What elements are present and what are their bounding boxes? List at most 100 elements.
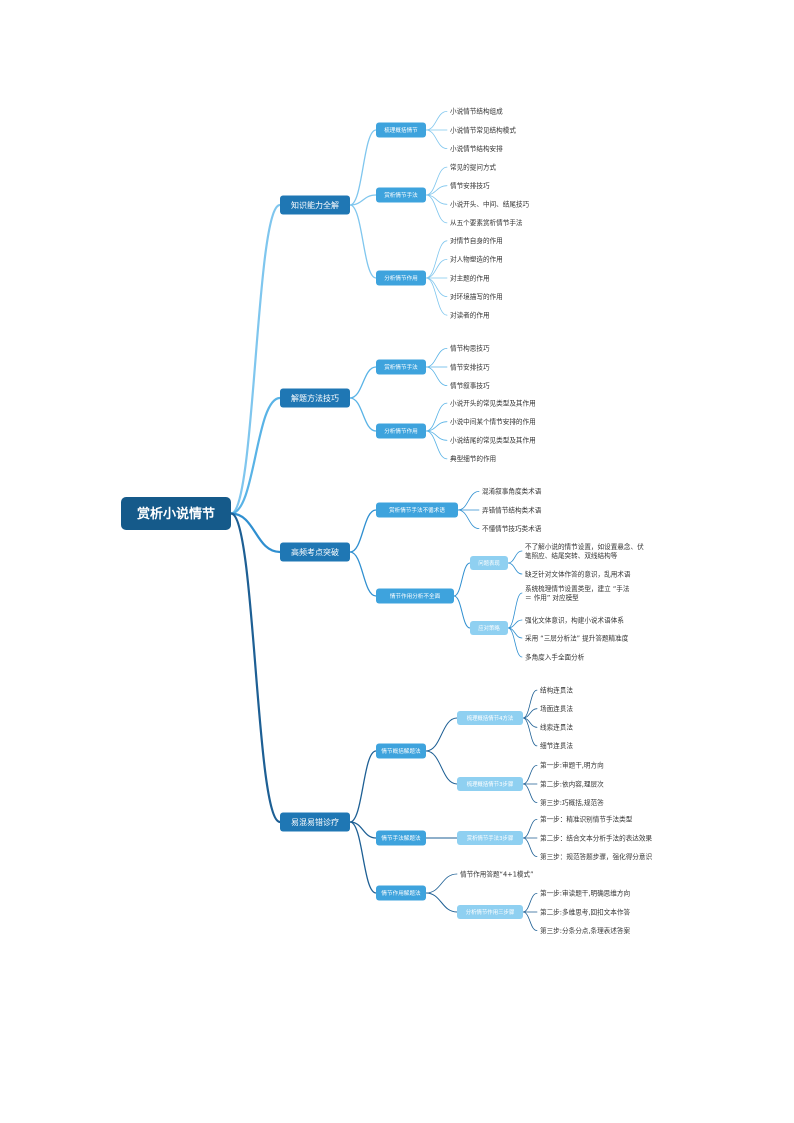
detail-node-box xyxy=(457,777,523,791)
subbranch[interactable]: 分析情节作用 xyxy=(376,270,426,286)
connector-lines xyxy=(229,111,538,931)
connector-line xyxy=(522,783,538,803)
leaf-text: 混淆叙事角度类术语 xyxy=(482,487,542,496)
leaf-text: 强化文体意识，构建小说术语体系 xyxy=(525,615,624,624)
detail-node-label: 梳理概括情节3步骤 xyxy=(467,780,514,788)
subbranch[interactable]: 情节作用解题法 xyxy=(376,885,426,901)
connector-line xyxy=(425,750,458,785)
connector-line xyxy=(425,402,448,432)
subbranch[interactable]: 分析情节作用 xyxy=(376,423,426,439)
leaf-text: 典型细节的作用 xyxy=(450,454,496,463)
connector-line xyxy=(425,873,458,894)
subbranch[interactable]: 情节作用分析不全面 xyxy=(376,588,454,604)
subbranch[interactable]: 赏析情节手法 xyxy=(376,187,426,203)
connector-line xyxy=(507,619,523,629)
subbranch[interactable]: 赏析情节手法不循术语 xyxy=(376,502,458,518)
subbranch-label: 赏析情节手法 xyxy=(384,363,418,371)
branch-3-label: 高频考点突破 xyxy=(291,547,339,557)
mindmap-nodes: 赏析小说情节知识能力全解梳理概括情节小说情节结构组成小说情节常见结构模式小说情节… xyxy=(121,107,652,935)
detail-node[interactable]: 赏析情节手法3步骤 xyxy=(457,831,523,845)
detail-node-label: 应对策略 xyxy=(478,624,500,632)
leaf-text: 不懂情节技巧类术语 xyxy=(482,524,542,533)
subbranch[interactable]: 情节概括解题法 xyxy=(376,743,426,759)
detail-node-box xyxy=(470,621,508,635)
leaf-text: 第三步:分条分点,条理表述答案 xyxy=(540,926,630,935)
leaf-text: 对人物塑造的作用 xyxy=(450,255,503,264)
subbranch-label: 情节作用分析不全面 xyxy=(390,592,441,600)
leaf-text: 采用 “三层分析法” 提升答题精准度 xyxy=(525,633,629,642)
connector-line xyxy=(349,750,377,823)
branch-4-box xyxy=(280,812,350,832)
connector-line xyxy=(507,562,523,575)
leaf-text: 小说结尾的常见类型及其作用 xyxy=(450,436,536,445)
branch-2[interactable]: 解题方法技巧 xyxy=(280,388,350,408)
leaf-text: 情节叙事技巧 xyxy=(450,381,490,390)
leaf-text: 小说中间某个情节安排的作用 xyxy=(450,417,536,426)
connector-line xyxy=(349,366,377,399)
connector-line xyxy=(425,348,448,368)
subbranch-label: 赏析情节手法 xyxy=(384,191,418,199)
connector-line xyxy=(425,421,448,432)
connector-line xyxy=(522,837,538,857)
connector-line xyxy=(522,819,538,839)
detail-node-box xyxy=(470,556,508,570)
leaf-text: 常见的提问方式 xyxy=(450,162,497,171)
subbranch[interactable]: 梳理概括情节 xyxy=(376,122,426,138)
branch-1-label: 知识能力全解 xyxy=(291,200,339,210)
leaf-text: 小说情节结构组成 xyxy=(450,107,503,116)
branch-3-box xyxy=(280,542,350,562)
branch-2-box xyxy=(280,388,350,408)
connector-line xyxy=(425,185,448,196)
connector-line xyxy=(349,397,377,432)
subbranch[interactable]: 情节手法解题法 xyxy=(376,830,426,846)
detail-node-label: 梳理概括情节4方法 xyxy=(467,714,514,722)
connector-line xyxy=(229,396,282,515)
leaf-text: 缺乏针对文体作答的意识，乱用术语 xyxy=(525,569,631,578)
root-node-box xyxy=(121,497,231,530)
leaf-text: 不了解小说的情节设置，如设置悬念、伏笔照应、结尾突转、双线结构等 xyxy=(525,542,644,560)
leaf-text: 情节构思技巧 xyxy=(450,344,490,353)
subbranch-label: 情节概括解题法 xyxy=(381,747,421,755)
branch-1[interactable]: 知识能力全解 xyxy=(280,195,350,215)
subbranch-label: 情节手法解题法 xyxy=(381,834,421,842)
detail-node-label: 问题表现 xyxy=(478,559,500,567)
leaf-text: 第二步：结合文本分析手法的表达效果 xyxy=(540,833,652,842)
subbranch-box xyxy=(376,122,426,138)
connector-line xyxy=(425,717,458,752)
leaf-text: 情节安排技巧 xyxy=(450,181,490,190)
connector-line xyxy=(453,562,471,597)
detail-node[interactable]: 梳理概括情节3步骤 xyxy=(457,777,523,791)
detail-node[interactable]: 应对策略 xyxy=(470,621,508,635)
leaf-text: 细节连贯法 xyxy=(540,741,573,750)
leaf-text: 第一步:审题干,明方向 xyxy=(540,761,604,770)
leaf-text: 小说开头的常见类型及其作用 xyxy=(450,398,536,407)
root-node[interactable]: 赏析小说情节 xyxy=(121,497,231,530)
connector-line xyxy=(522,893,538,913)
subbranch[interactable]: 赏析情节手法 xyxy=(376,359,426,375)
connector-line xyxy=(522,765,538,785)
leaf-text: 对主题的作用 xyxy=(450,273,490,282)
subbranch-label: 分析情节作用 xyxy=(384,274,418,282)
connector-line xyxy=(425,240,448,279)
leaf-text: 第三步：规范答题步骤，强化得分意识 xyxy=(540,852,652,861)
subbranch-label: 情节作用解题法 xyxy=(381,889,421,897)
connector-line xyxy=(349,821,377,894)
subbranch-box xyxy=(376,885,426,901)
root-node-label: 赏析小说情节 xyxy=(137,506,215,522)
leaf-text: 对情节自身的作用 xyxy=(450,236,503,245)
leaf-text: 第一步：精准识别情节手法类型 xyxy=(540,815,633,824)
connector-line xyxy=(425,277,448,316)
subbranch-label: 梳理概括情节 xyxy=(384,126,418,134)
branch-3[interactable]: 高频考点突破 xyxy=(280,542,350,562)
detail-node[interactable]: 梳理概括情节4方法 xyxy=(457,711,523,725)
connector-line xyxy=(229,512,282,824)
leaf-text: 系统梳理情节设置类型，建立 “手法 ＝ 作用” 对应模型 xyxy=(525,584,632,602)
detail-node[interactable]: 分析情节作用三步骤 xyxy=(457,905,523,919)
branch-4-label: 易混易错诊疗 xyxy=(291,817,339,827)
connector-line xyxy=(349,129,377,206)
connector-line xyxy=(507,627,523,658)
leaf-text: 小说情节常见结构模式 xyxy=(450,125,516,134)
detail-node[interactable]: 问题表现 xyxy=(470,556,508,570)
connector-line xyxy=(229,203,282,515)
branch-4[interactable]: 易混易错诊疗 xyxy=(280,812,350,832)
